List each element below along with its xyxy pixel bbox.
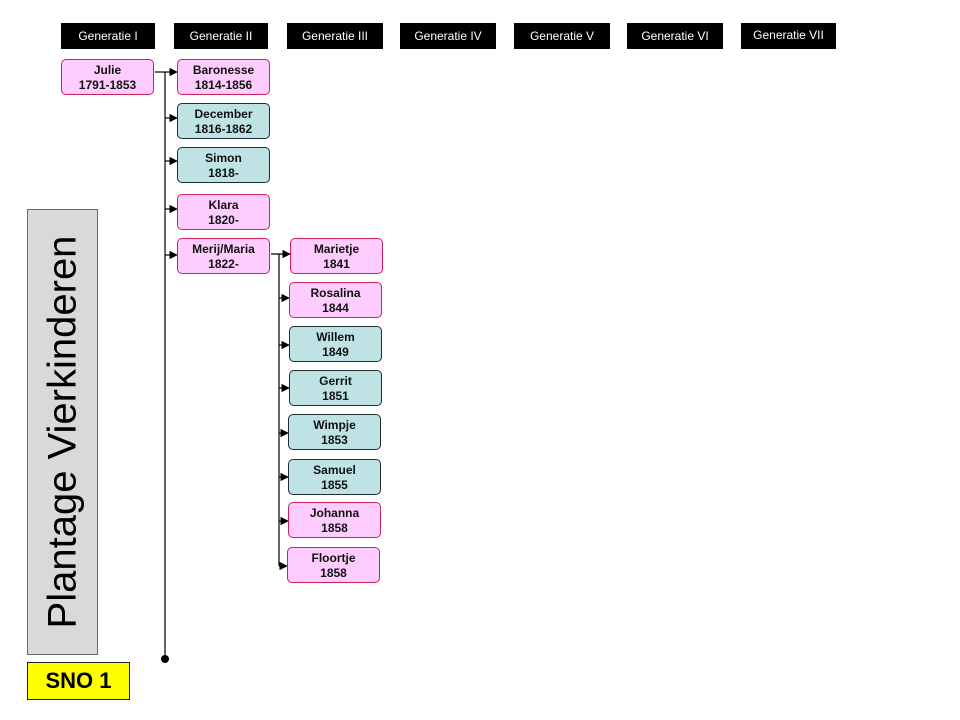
person-years: 1814-1856 <box>194 78 253 92</box>
person-simon[interactable]: Simon 1818- <box>177 147 270 183</box>
plantation-title: Plantage Vierkinderen <box>40 235 84 629</box>
person-name: Samuel <box>313 463 356 477</box>
person-merij-maria[interactable]: Merij/Maria 1822- <box>177 238 270 274</box>
person-years: 1855 <box>321 478 348 492</box>
person-years: 1858 <box>320 566 347 580</box>
person-name: Klara <box>208 198 239 212</box>
plantation-title-box: Plantage Vierkinderen <box>27 209 98 655</box>
person-years: 1858 <box>321 521 348 535</box>
person-julie[interactable]: Julie 1791-1853 <box>61 59 154 95</box>
generation-header-7: Generatie VII <box>741 23 836 49</box>
person-name: Merij/Maria <box>192 242 255 256</box>
person-name: Baronesse <box>192 63 255 77</box>
person-wimpje[interactable]: Wimpje 1853 <box>288 414 381 450</box>
person-name: Julie <box>93 63 122 77</box>
person-name: December <box>194 107 253 121</box>
person-willem[interactable]: Willem 1849 <box>289 326 382 362</box>
person-years: 1841 <box>323 257 350 271</box>
person-years: 1818- <box>208 166 239 180</box>
generation-header-5: Generatie V <box>514 23 610 49</box>
generation-header-4: Generatie IV <box>400 23 496 49</box>
generation-header-3: Generatie III <box>287 23 383 49</box>
person-years: 1816-1862 <box>194 122 253 136</box>
person-years: 1851 <box>322 389 349 403</box>
person-name: Simon <box>205 151 242 165</box>
person-name: Willem <box>316 330 355 344</box>
person-baronesse[interactable]: Baronesse 1814-1856 <box>177 59 270 95</box>
person-name: Johanna <box>309 506 360 520</box>
generation-header-6: Generatie VI <box>627 23 723 49</box>
person-years: 1853 <box>321 433 348 447</box>
person-name: Rosalina <box>310 286 361 300</box>
person-name: Gerrit <box>319 374 352 388</box>
person-klara[interactable]: Klara 1820- <box>177 194 270 230</box>
sno-badge: SNO 1 <box>27 662 130 700</box>
person-johanna[interactable]: Johanna 1858 <box>288 502 381 538</box>
person-years: 1849 <box>322 345 349 359</box>
person-years: 1844 <box>322 301 349 315</box>
generation-header-2: Generatie II <box>174 23 268 49</box>
person-marietje[interactable]: Marietje 1841 <box>290 238 383 274</box>
generation-header-1: Generatie I <box>61 23 155 49</box>
person-name: Marietje <box>313 242 360 256</box>
person-december[interactable]: December 1816-1862 <box>177 103 270 139</box>
person-samuel[interactable]: Samuel 1855 <box>288 459 381 495</box>
person-years: 1820- <box>208 213 239 227</box>
person-floortje[interactable]: Floortje 1858 <box>287 547 380 583</box>
person-years: 1822- <box>208 257 239 271</box>
person-name: Wimpje <box>313 418 356 432</box>
person-gerrit[interactable]: Gerrit 1851 <box>289 370 382 406</box>
trunk-end-dot <box>161 655 169 663</box>
person-rosalina[interactable]: Rosalina 1844 <box>289 282 382 318</box>
person-years: 1791-1853 <box>78 78 137 92</box>
person-name: Floortje <box>311 551 356 565</box>
